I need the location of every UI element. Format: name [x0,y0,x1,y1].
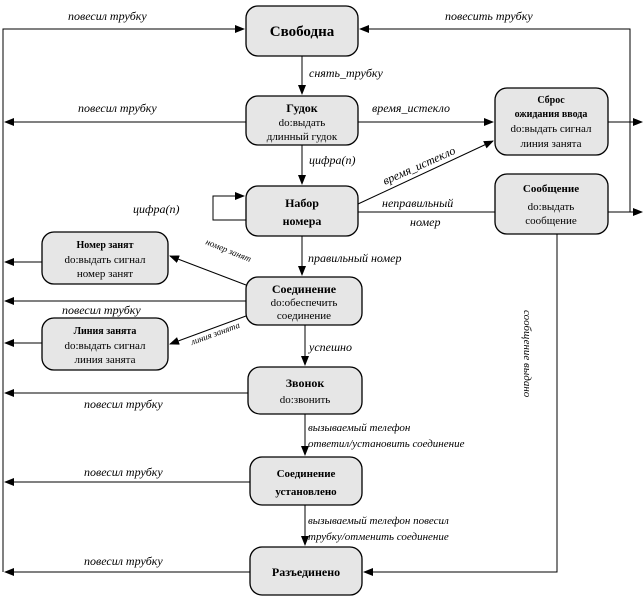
state-title: установлено [275,486,337,498]
state-activity: do:выдать сигнал [64,254,146,266]
state-title: Линия занята [74,326,137,337]
state-activity: номер занят [77,268,133,280]
label-wrong-number: неправильный [382,196,453,210]
state-activity: do:выдать [279,117,326,129]
label-wrong-number: номер [410,215,440,229]
label-digit-loop: цифра(n) [133,202,180,216]
state-activity: линия занята [521,138,582,150]
state-title: Номер занят [76,240,133,251]
state-title: номера [283,214,322,228]
label-callee-hung: вызываемый телефон повесил [308,515,449,527]
edge-hangup-right-to-idle [359,25,631,212]
state-activity: соединение [277,310,331,322]
state-message: Сообщение do:выдать сообщение [494,173,609,235]
state-title: Разъединено [272,565,340,579]
state-activity: длинный гудок [267,131,338,143]
edge-message-to-disconnected [363,234,558,576]
state-busy-number: Номер занят do:выдать сигнал номер занят [41,231,169,285]
state-connected: Соединение установлено [249,456,363,506]
state-activity: do:выдать [528,201,575,213]
edge-dialing-selfloop [212,192,246,221]
label-hung-up: повесил трубку [84,554,163,568]
state-title: Сообщение [523,183,579,195]
label-right-number: правильный номер [308,251,401,265]
state-title: Свободна [270,24,335,40]
label-hang-up: повесить трубку [445,9,533,23]
state-activity: сообщение [525,215,577,227]
state-busy-line: Линия занята do:выдать сигнал линия заня… [41,317,169,371]
label-hung-up: повесил трубку [78,101,157,115]
state-title: ожидания ввода [515,109,588,120]
state-disconnected: Разъединено [249,546,363,596]
state-activity: do:выдать сигнал [510,123,592,135]
state-idle: Свободна [245,5,359,57]
label-success: успешно [308,340,352,354]
label-message-done: сообщение выдано [521,310,533,398]
label-number-busy: номер занят [204,237,253,265]
label-digit: цифра(n) [309,153,356,167]
state-activity: линия занята [75,354,136,366]
state-title: Сброс [537,95,565,106]
state-connecting: Соединение do:обеспечить соединение [245,276,363,326]
edge-connecting-busynumber [169,255,247,286]
label-hung-up: повесил трубку [68,9,147,23]
label-answered: ответил/установить соединение [308,438,465,450]
label-line-busy: линия занята [188,320,241,348]
state-title: Гудок [286,101,317,115]
state-activity: do:обеспечить [271,297,338,309]
label-time-out: время_истекло [372,101,450,115]
edge-dialing-timeout [357,140,494,205]
label-callee-hung: трубку/отменить соединение [308,531,449,543]
state-title: Соединение [277,468,336,480]
edge-connecting-busyline [169,315,247,345]
state-title: Соединение [272,282,337,296]
state-dialing: Набор номера [245,185,359,237]
state-activity: do:звонить [280,394,331,406]
state-ringing: Звонок do:звонить [247,366,363,415]
state-activity: do:выдать сигнал [64,340,146,352]
state-timeout: Сброс ожидания ввода do:выдать сигнал ли… [494,87,609,156]
label-hung-up: повесил трубку [62,303,141,317]
state-dialtone: Гудок do:выдать длинный гудок [245,95,359,146]
label-hung-up: повесил трубку [84,397,163,411]
state-title: Набор [285,196,319,210]
label-answered: вызываемый телефон [308,422,411,434]
edge-hangup-to-idle [2,25,245,572]
edges [2,25,643,576]
label-hung-up: повесил трубку [84,465,163,479]
state-title: Звонок [286,376,325,390]
label-time-out: время_истекло [381,143,458,188]
label-pick-up: снять_трубку [309,66,383,80]
